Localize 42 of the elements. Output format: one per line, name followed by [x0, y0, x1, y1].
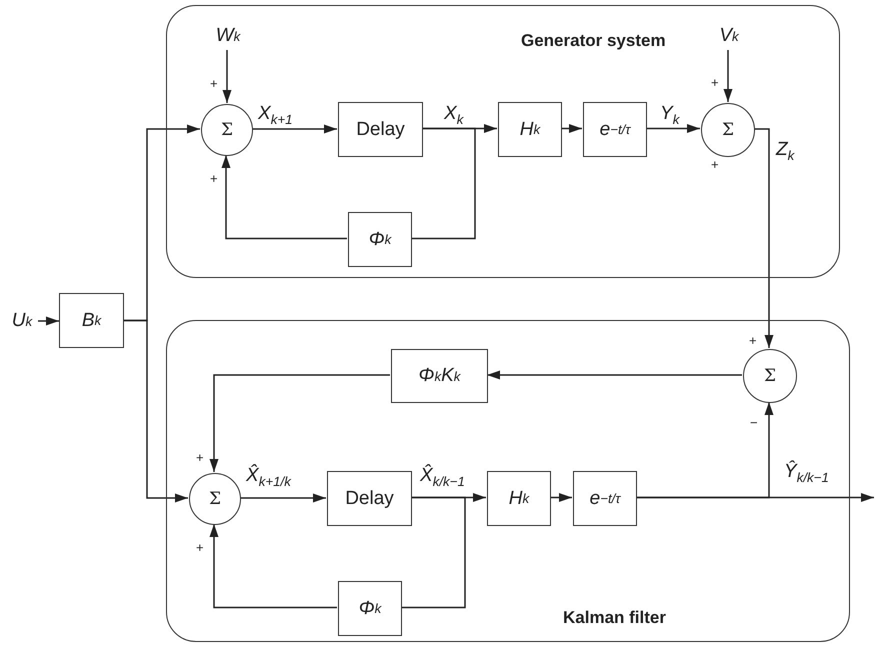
summing-junction: Σ	[201, 104, 253, 156]
signal-arrow	[646, 124, 700, 133]
signal-label: Y$_{k}$	[660, 104, 680, 126]
sign-label: +	[210, 77, 218, 90]
signal-arrow	[252, 124, 337, 134]
sign-label: +	[210, 172, 218, 185]
signal-label: Z$_{k}$	[776, 140, 794, 162]
sign-label: +	[196, 541, 204, 554]
signal-arrow	[754, 128, 774, 348]
system-title: Generator system	[521, 31, 666, 51]
signal-arrow	[561, 124, 582, 133]
signal-arrow	[636, 493, 874, 502]
sign-label: +	[711, 76, 719, 89]
system-frame	[166, 320, 850, 642]
block-box: Delay	[327, 471, 412, 526]
signal-arrow	[222, 50, 232, 103]
sign-label: +	[749, 334, 757, 347]
signal-arrow	[240, 494, 326, 502]
system-title: Kalman filter	[563, 608, 666, 628]
signal-label: X$_{k+1}$	[258, 104, 292, 126]
signal-label: X$_{k}$	[444, 104, 464, 126]
signal-arrow	[210, 524, 337, 608]
signal-label: X̂$_{k/k−1}$	[420, 466, 465, 488]
signal-arrow	[487, 370, 742, 380]
signal-arrow	[210, 374, 390, 472]
system-frame	[166, 5, 840, 278]
signal-arrow	[724, 50, 732, 102]
signal-label: X̂$_{k+1/k}$	[246, 466, 291, 488]
signal-arrow	[550, 493, 572, 502]
sign-label: −	[750, 416, 758, 429]
summing-junction: Σ	[189, 473, 241, 525]
sign-label: +	[711, 158, 719, 171]
signal-arrow	[222, 155, 347, 240]
block-box: Delay	[338, 102, 423, 157]
signal-label: Ŷ$_{k/k−1}$	[784, 462, 829, 484]
signal-arrow	[124, 320, 188, 502]
sign-label: +	[196, 451, 204, 464]
signal-line	[401, 496, 466, 608]
signal-arrow	[38, 316, 59, 326]
signal-line	[411, 128, 476, 240]
summing-junction: Σ	[743, 349, 797, 403]
summing-junction: Σ	[701, 103, 755, 157]
